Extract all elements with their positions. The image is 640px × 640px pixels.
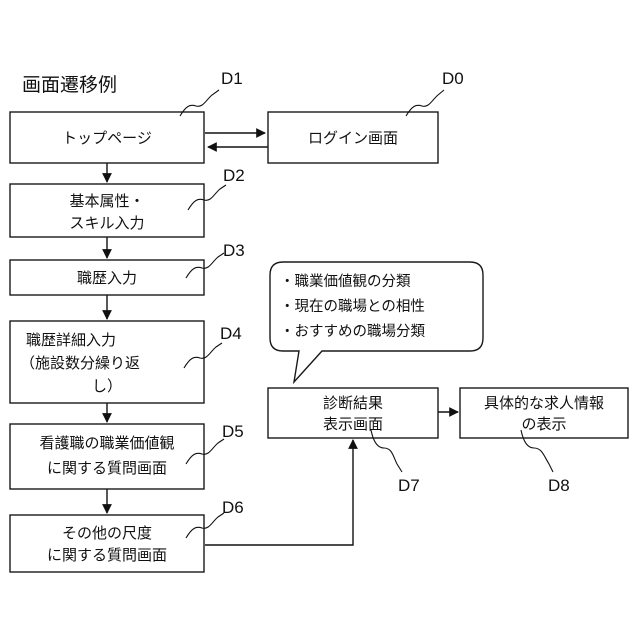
ref-label-d5: D5 [222, 422, 244, 441]
edge-other-to-diagnosis [205, 440, 353, 545]
ref-label-d8: D8 [548, 476, 570, 495]
callout-item: ・職業価値観の分類 [280, 273, 411, 290]
box-top-page[interactable]: トップページ [10, 112, 204, 163]
box-label: ログイン画面 [308, 129, 398, 147]
box-login-screen[interactable]: ログイン画面 [268, 112, 438, 163]
box-diagnosis-result[interactable]: 診断結果 表示画面 [268, 388, 438, 438]
ref-label-d6: D6 [222, 498, 244, 517]
box-label: スキル入力 [69, 214, 144, 232]
diagnosis-callout: ・職業価値観の分類 ・現在の職場との相性 ・おすすめの職場分類 [270, 262, 483, 382]
box-nursing-values-questions[interactable]: 看護職の職業価値観 に関する質問画面 [10, 424, 204, 489]
ref-label-d0: D0 [442, 69, 464, 88]
box-label: 診断結果 [323, 394, 383, 412]
box-label: 看護職の職業価値観 [39, 434, 174, 452]
box-career-detail-input[interactable]: 職歴詳細入力 （施設数分繰り返 し） [10, 321, 204, 403]
box-label: 職歴詳細入力 [26, 331, 116, 349]
box-label: 職歴入力 [77, 269, 137, 287]
box-label: 具体的な求人情報 [484, 394, 604, 412]
diagram-title: 画面遷移例 [22, 74, 117, 96]
box-label: 基本属性・ [69, 192, 144, 210]
callout-item: ・おすすめの職場分類 [280, 323, 425, 340]
box-label: トップページ [62, 129, 152, 147]
box-label: に関する質問画面 [47, 459, 167, 477]
callout-item: ・現在の職場との相性 [280, 298, 425, 315]
ref-label-d1: D1 [221, 69, 243, 88]
ref-label-d4: D4 [220, 324, 242, 343]
box-label: （施設数分繰り返 [20, 354, 140, 372]
box-label: の表示 [521, 415, 566, 433]
ref-label-d3: D3 [223, 241, 245, 260]
box-label: し） [92, 377, 122, 395]
box-other-scales-questions[interactable]: その他の尺度 に関する質問画面 [10, 515, 204, 572]
box-label: その他の尺度 [62, 524, 152, 542]
box-career-input[interactable]: 職歴入力 [10, 260, 204, 295]
box-label: 表示画面 [323, 415, 383, 433]
box-label: に関する質問画面 [47, 546, 167, 564]
box-job-information[interactable]: 具体的な求人情報 の表示 [460, 388, 628, 438]
ref-label-d7: D7 [398, 476, 420, 495]
ref-label-d2: D2 [223, 166, 245, 185]
box-basic-skill-input[interactable]: 基本属性・ スキル入力 [10, 184, 204, 237]
